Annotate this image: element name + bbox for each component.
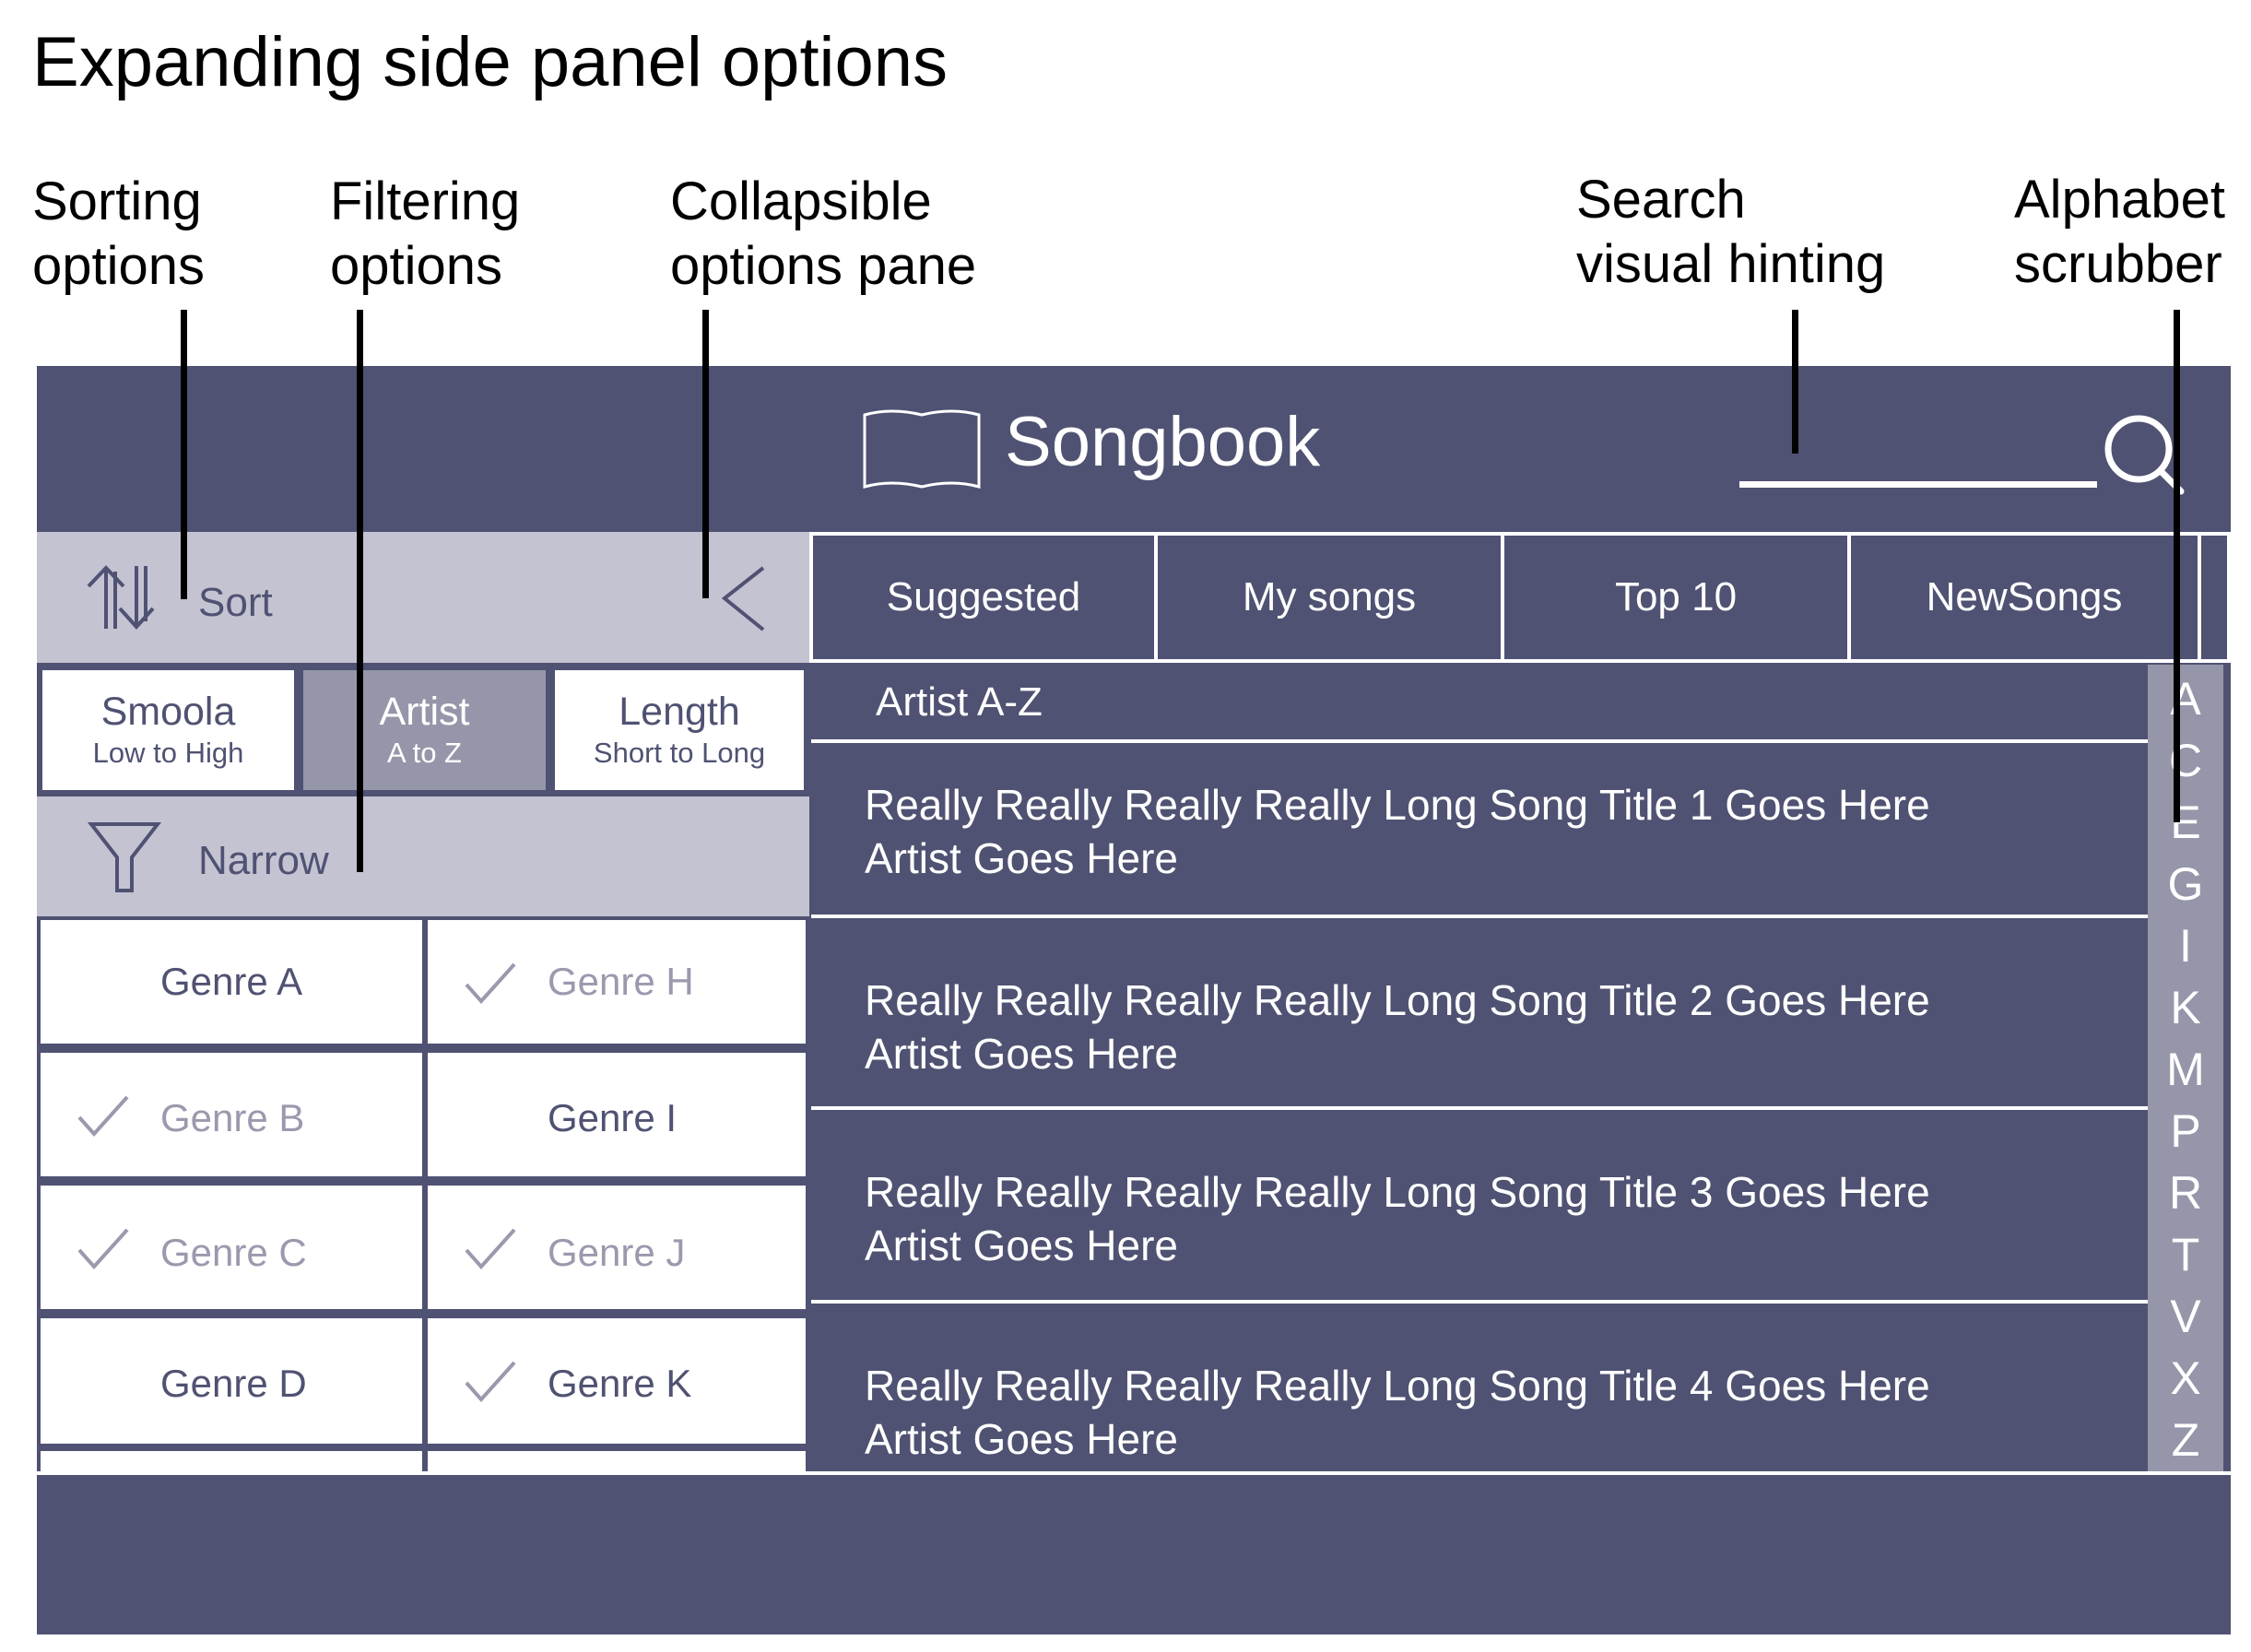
divider: [811, 1300, 2148, 1304]
genre-k-button[interactable]: Genre K: [428, 1318, 806, 1444]
sort-option-label: Artist: [379, 690, 470, 734]
song-artist: Artist Goes Here: [865, 1415, 1178, 1463]
genre-label: Genre H: [548, 960, 694, 1003]
sort-header[interactable]: [37, 532, 809, 663]
tab-overflow[interactable]: [2198, 532, 2231, 663]
sort-option-label: Length: [619, 690, 740, 734]
tab-top-10[interactable]: Top 10: [1501, 532, 1851, 663]
scrubber-letter[interactable]: M: [2166, 1044, 2205, 1095]
genre-label: Genre D: [160, 1362, 307, 1405]
app-title: Songbook: [1005, 403, 1321, 481]
section-label: Artist A-Z: [876, 679, 1043, 725]
checkmark-icon: [77, 1228, 129, 1269]
callout-pointer: [357, 310, 363, 872]
genre-c-button[interactable]: Genre C: [41, 1186, 422, 1309]
genre-j-button[interactable]: Genre J: [428, 1186, 806, 1309]
genre-label: Genre I: [548, 1096, 678, 1139]
narrow-header[interactable]: [37, 796, 809, 916]
sort-label: Sort: [198, 580, 273, 625]
genre-label: Genre A: [160, 960, 303, 1003]
tab-suggested[interactable]: Suggested: [809, 532, 1158, 663]
alphabet-scrubber[interactable]: A C E G I K M P R T V X Z: [2148, 665, 2223, 1471]
checkmark-icon: [465, 1361, 516, 1402]
sort-option-label: Smoola: [100, 690, 236, 734]
scrubber-letter[interactable]: I: [2179, 920, 2192, 972]
callout-sorting-options: Sorting options: [32, 171, 206, 296]
scrubber-letter[interactable]: E: [2170, 796, 2201, 848]
genre-next-button[interactable]: [428, 1451, 806, 1471]
divider: [811, 1106, 2148, 1110]
scrubber-letter[interactable]: R: [2168, 1167, 2203, 1219]
page-title: Expanding side panel options: [32, 23, 948, 101]
scrubber-letter[interactable]: T: [2171, 1229, 2200, 1280]
song-row[interactable]: Really Really Really Really Long Song Ti…: [811, 743, 2148, 914]
scrubber-letter[interactable]: G: [2167, 858, 2204, 910]
sort-option-artist[interactable]: Artist A to Z: [298, 665, 551, 796]
divider: [811, 914, 2148, 918]
callout-pointer: [1792, 310, 1798, 454]
scrubber-letter[interactable]: K: [2170, 982, 2201, 1033]
callout-pointer: [181, 310, 187, 599]
callout-pointer: [702, 310, 709, 598]
sort-option-length[interactable]: Length Short to Long: [549, 665, 809, 796]
checkmark-icon: [465, 962, 516, 1004]
divider: [37, 1471, 2231, 1475]
search-input[interactable]: [1739, 481, 2097, 488]
song-row[interactable]: Really Really Really Really Long Song Ti…: [811, 1110, 2148, 1300]
genre-label: Genre B: [160, 1096, 305, 1139]
callout-filtering-options: Filtering options: [330, 171, 521, 296]
tab-new-songs[interactable]: NewSongs: [1847, 532, 2201, 663]
sort-option-sublabel: Short to Long: [593, 737, 766, 769]
scrubber-letter[interactable]: Z: [2171, 1414, 2200, 1466]
chevron-left-icon[interactable]: [719, 564, 770, 633]
scrubber-letter[interactable]: X: [2170, 1352, 2201, 1404]
divider: [811, 739, 2148, 743]
tab-label: Top 10: [1614, 574, 1738, 620]
scrubber-letter[interactable]: V: [2170, 1291, 2201, 1342]
sort-option-sublabel: Low to High: [92, 737, 244, 769]
tab-label: My songs: [1242, 574, 1417, 620]
checkmark-icon: [77, 1095, 129, 1137]
narrow-label: Narrow: [198, 838, 329, 883]
song-title: Really Really Really Really Long Song Ti…: [865, 976, 1930, 1024]
scrubber-letter[interactable]: P: [2170, 1105, 2201, 1157]
sort-arrows-icon: [87, 565, 155, 630]
sort-option-sublabel: A to Z: [387, 737, 462, 769]
song-artist: Artist Goes Here: [865, 1221, 1178, 1269]
tab-label: NewSongs: [1926, 574, 2123, 620]
scrubber-letter[interactable]: A: [2170, 673, 2201, 725]
song-row[interactable]: Really Really Really Really Long Song Ti…: [811, 1304, 2148, 1471]
search-icon[interactable]: [2102, 412, 2185, 495]
callout-pointer: [2174, 310, 2180, 822]
callout-alphabet-scrubber: Alphabet scrubber: [2014, 170, 2225, 294]
tab-my-songs[interactable]: My songs: [1154, 532, 1504, 663]
song-artist: Artist Goes Here: [865, 834, 1178, 882]
funnel-icon: [88, 822, 161, 892]
genre-i-button[interactable]: Genre I: [428, 1053, 806, 1176]
genre-h-button[interactable]: Genre H: [428, 920, 806, 1044]
song-title: Really Really Really Really Long Song Ti…: [865, 781, 1930, 829]
callout-search-hinting: Search visual hinting: [1576, 170, 1886, 294]
song-row[interactable]: Really Really Really Really Long Song Ti…: [811, 918, 2148, 1106]
scrubber-letter[interactable]: C: [2168, 735, 2203, 786]
checkmark-icon: [465, 1228, 516, 1269]
song-title: Really Really Really Really Long Song Ti…: [865, 1362, 1930, 1410]
app-footer: [37, 1478, 2231, 1634]
song-artist: Artist Goes Here: [865, 1030, 1178, 1078]
genre-label: Genre K: [548, 1362, 692, 1405]
genre-label: Genre J: [548, 1231, 686, 1274]
song-title: Really Really Really Really Long Song Ti…: [865, 1168, 1930, 1216]
genre-label: Genre C: [160, 1231, 307, 1274]
tab-label: Suggested: [886, 574, 1081, 620]
genre-b-button[interactable]: Genre B: [41, 1053, 422, 1176]
genre-next-button[interactable]: [41, 1451, 422, 1471]
genre-d-button[interactable]: Genre D: [41, 1318, 422, 1444]
callout-collapsible-pane: Collapsible options pane: [670, 171, 977, 296]
sort-option-smoola[interactable]: Smoola Low to High: [37, 665, 300, 796]
book-icon: [863, 409, 981, 489]
genre-a-button[interactable]: Genre A: [41, 920, 422, 1044]
